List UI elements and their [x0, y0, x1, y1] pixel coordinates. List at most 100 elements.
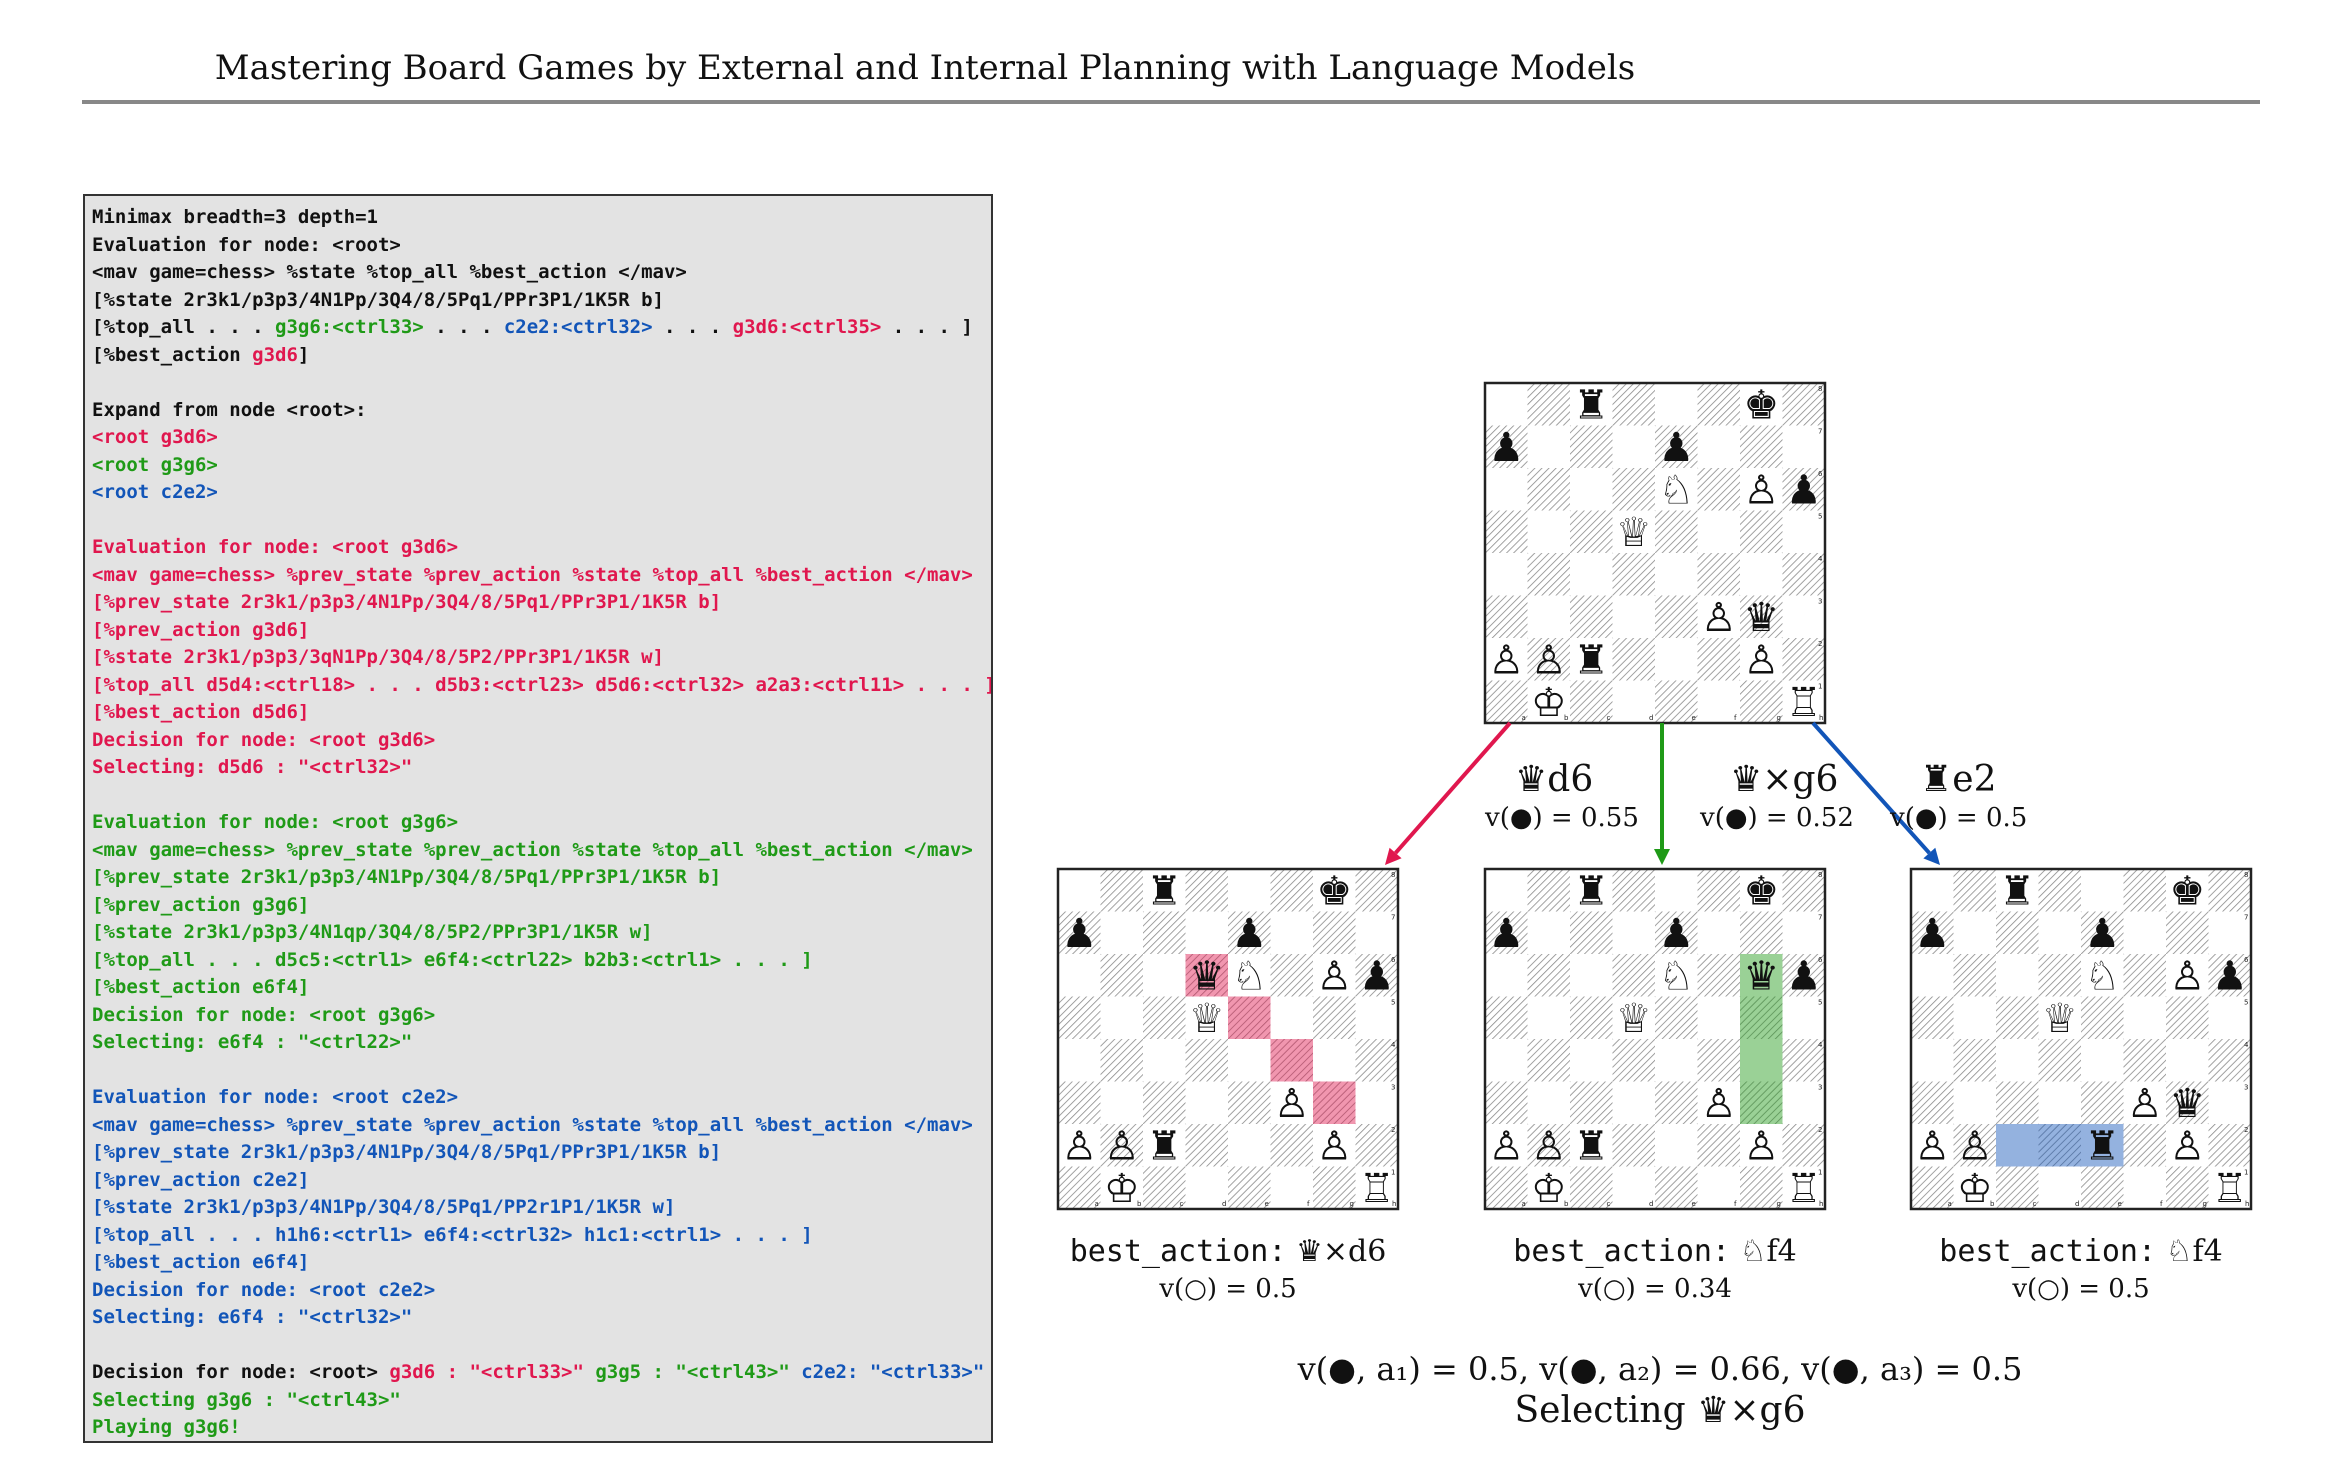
light-square	[1313, 954, 1356, 997]
light-square	[1740, 553, 1783, 596]
log-line: Decision for node: <root> g3d6 : "<ctrl3…	[92, 1359, 991, 1387]
rank-label: 4	[1818, 1041, 1823, 1049]
chess-piece: ♕	[1189, 996, 1225, 1042]
light-square	[1485, 383, 1528, 426]
dark-square	[2123, 1039, 2166, 1082]
log-segment: [%state 2r3k1/p3p3/4N1qp/3Q4/8/5P2/PPr3P…	[92, 921, 653, 943]
light-square	[2038, 1166, 2081, 1209]
dark-square	[1740, 1081, 1783, 1124]
chess-piece: ♛	[1743, 953, 1779, 999]
light-square	[1911, 869, 1954, 912]
dark-square	[1612, 553, 1655, 596]
chess-piece: ♜	[1999, 868, 2035, 914]
light-square	[1570, 553, 1613, 596]
log-segment: [%best_action e6f4]	[92, 1251, 310, 1273]
dark-square	[1782, 553, 1825, 596]
light-square	[1612, 680, 1655, 723]
rank-label: 1	[2244, 1169, 2248, 1177]
light-square	[1782, 510, 1825, 553]
left-edge-value: v(●) = 0.55	[1484, 803, 1639, 833]
dark-square	[1270, 869, 1313, 912]
chess-piece: ♚	[1743, 382, 1779, 428]
light-square	[1527, 911, 1570, 954]
log-segment: c2e2:<ctrl32>	[503, 316, 653, 338]
dark-square	[1527, 869, 1570, 912]
light-square	[1228, 954, 1271, 997]
log-segment: Selecting: d5d6 : "<ctrl32>"	[92, 756, 413, 778]
log-segment: Selecting g3g6 : "<ctrl43>"	[92, 1388, 401, 1411]
board-border	[1056, 867, 1400, 1211]
dark-square	[1527, 954, 1570, 997]
light-square	[1782, 595, 1825, 638]
rank-label: 8	[1818, 385, 1822, 393]
light-square	[1697, 680, 1740, 723]
log-segment: [%state 2r3k1/p3p3/3qN1Pp/3Q4/8/5P2/PPr3…	[92, 646, 664, 668]
right-leaf-value: v(○) = 0.5	[2011, 1274, 2149, 1304]
best-action-move: ×d6	[1323, 1234, 1386, 1269]
move-piece-icon: ♜	[1920, 759, 1952, 800]
file-label: f	[2160, 1200, 2163, 1208]
file-label: b	[1990, 1200, 1995, 1208]
rank-label: 7	[1818, 914, 1822, 922]
light-square	[1228, 1124, 1271, 1167]
light-square	[2123, 996, 2166, 1039]
light-square	[1655, 383, 1698, 426]
dark-square	[1655, 1166, 1698, 1209]
light-square	[1953, 1081, 1996, 1124]
light-square	[1697, 996, 1740, 1039]
file-label: h	[1819, 1200, 1823, 1208]
dark-square	[2038, 869, 2081, 912]
light-square	[1485, 468, 1528, 511]
light-square	[1740, 638, 1783, 681]
light-square	[1570, 468, 1613, 511]
highlight-square	[1740, 996, 1783, 1039]
light-square	[2038, 911, 2081, 954]
file-label: d	[1649, 714, 1653, 722]
file-label: d	[1649, 1200, 1653, 1208]
move-text: ×g6	[1762, 759, 1838, 800]
light-square	[1953, 1166, 1996, 1209]
chess-piece: ♜	[2084, 1123, 2120, 1169]
light-square	[1570, 638, 1613, 681]
light-square	[1185, 1081, 1228, 1124]
dark-square	[1527, 553, 1570, 596]
dark-square	[2081, 911, 2124, 954]
log-segment: [%prev_action c2e2]	[92, 1168, 310, 1191]
log-line: Evaluation for node: <root c2e2>	[92, 1084, 991, 1112]
log-line	[92, 782, 991, 810]
dark-square	[1782, 869, 1825, 912]
dark-square	[1697, 468, 1740, 511]
dark-square	[1058, 1081, 1101, 1124]
dark-square	[1740, 595, 1783, 638]
dark-square	[2208, 869, 2251, 912]
light-square	[1697, 425, 1740, 468]
rank-label: 7	[2244, 914, 2248, 922]
left-best-action: best_action: ♛×d6	[1070, 1234, 1387, 1269]
chess-piece: ♙	[1701, 595, 1737, 641]
rank-label: 2	[2244, 1126, 2248, 1134]
log-segment: [%prev_state 2r3k1/p3p3/4N1Pp/3Q4/8/5Pq1…	[92, 591, 722, 613]
highlight-square	[1313, 1081, 1356, 1124]
log-line: [%prev_action g3g6]	[92, 892, 991, 920]
log-segment: <mav game=chess> %prev_state %prev_actio…	[92, 838, 973, 861]
log-line: Selecting g3g6 : "<ctrl43>"	[92, 1387, 991, 1415]
chess-piece: ♙	[1701, 1081, 1737, 1127]
light-square	[1527, 996, 1570, 1039]
light-square	[1527, 1081, 1570, 1124]
middle-leaf-value: v(○) = 0.34	[1577, 1274, 1732, 1304]
dark-square	[1058, 1166, 1101, 1209]
dark-square	[1782, 638, 1825, 681]
light-square	[1612, 510, 1655, 553]
log-segment: Playing g3g6!	[92, 1416, 241, 1438]
file-label: f	[1734, 714, 1737, 722]
light-square	[1485, 954, 1528, 997]
light-square	[1697, 1081, 1740, 1124]
dark-square	[1355, 869, 1398, 912]
dark-square	[2038, 954, 2081, 997]
dark-square	[1782, 954, 1825, 997]
dark-square	[1527, 383, 1570, 426]
middle-edge-arrowhead	[1654, 849, 1670, 865]
highlight-square	[1996, 1124, 2039, 1167]
log-line: [%prev_state 2r3k1/p3p3/4N1Pp/3Q4/8/5Pq1…	[92, 1139, 991, 1167]
file-label: a	[1095, 1200, 1099, 1208]
